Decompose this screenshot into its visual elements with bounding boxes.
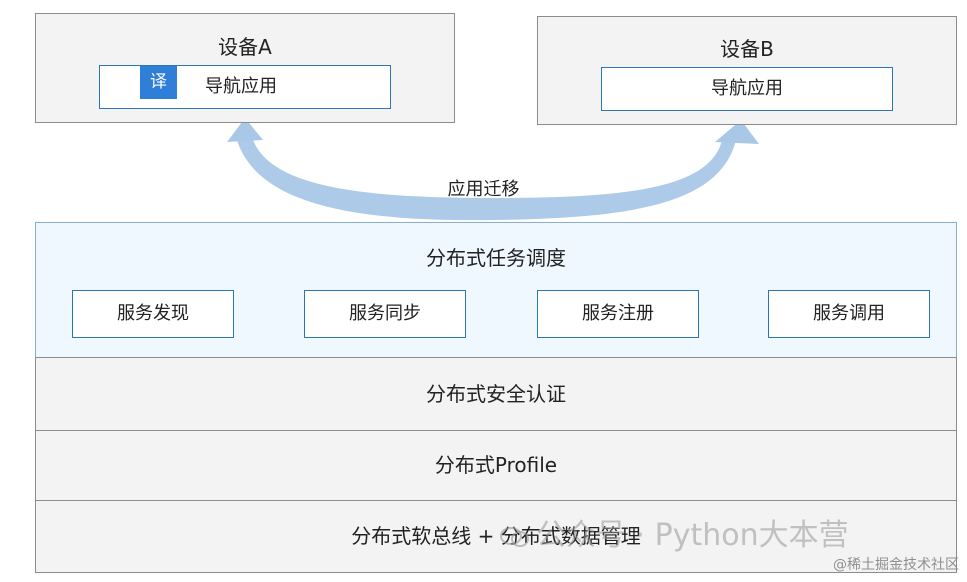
security-auth-layer: 分布式安全认证 xyxy=(35,357,957,431)
device-b-app-label: 导航应用 xyxy=(711,78,783,99)
device-a-box: 设备A 译 导航应用 xyxy=(35,13,455,123)
migration-label: 应用迁移 xyxy=(447,179,520,200)
service-invoke-box: 服务调用 xyxy=(768,290,930,338)
service-sync-box: 服务同步 xyxy=(304,290,466,338)
device-b-box: 设备B 导航应用 xyxy=(537,16,957,125)
device-a-app-label: 导航应用 xyxy=(205,76,277,97)
watermark: 公众号 · Python大本营 xyxy=(500,510,849,554)
translate-badge[interactable]: 译 xyxy=(140,66,177,99)
softbus-data-layer: 分布式软总线 + 分布式数据管理 xyxy=(35,500,957,573)
migration-arrow-band xyxy=(236,137,736,221)
profile-layer: 分布式Profile xyxy=(35,430,957,501)
service-register-box: 服务注册 xyxy=(537,290,699,338)
device-b-title: 设备B xyxy=(720,37,774,61)
device-b-nav-app: 导航应用 xyxy=(601,67,893,111)
device-a-title: 设备A xyxy=(218,35,272,59)
scheduling-title: 分布式任务调度 xyxy=(426,246,566,270)
arrow-head-right xyxy=(715,120,759,144)
watermark-text: 公众号 · Python大本营 xyxy=(536,518,849,553)
wechat-icon xyxy=(500,526,529,547)
watermark-source: @稀土掘金技术社区 xyxy=(833,557,959,573)
arrow-head-left xyxy=(227,118,263,142)
distributed-scheduling-panel: 分布式任务调度 服务发现 服务同步 服务注册 服务调用 xyxy=(35,222,957,358)
service-discovery-box: 服务发现 xyxy=(72,290,234,338)
device-a-nav-app: 译 导航应用 xyxy=(99,65,391,109)
